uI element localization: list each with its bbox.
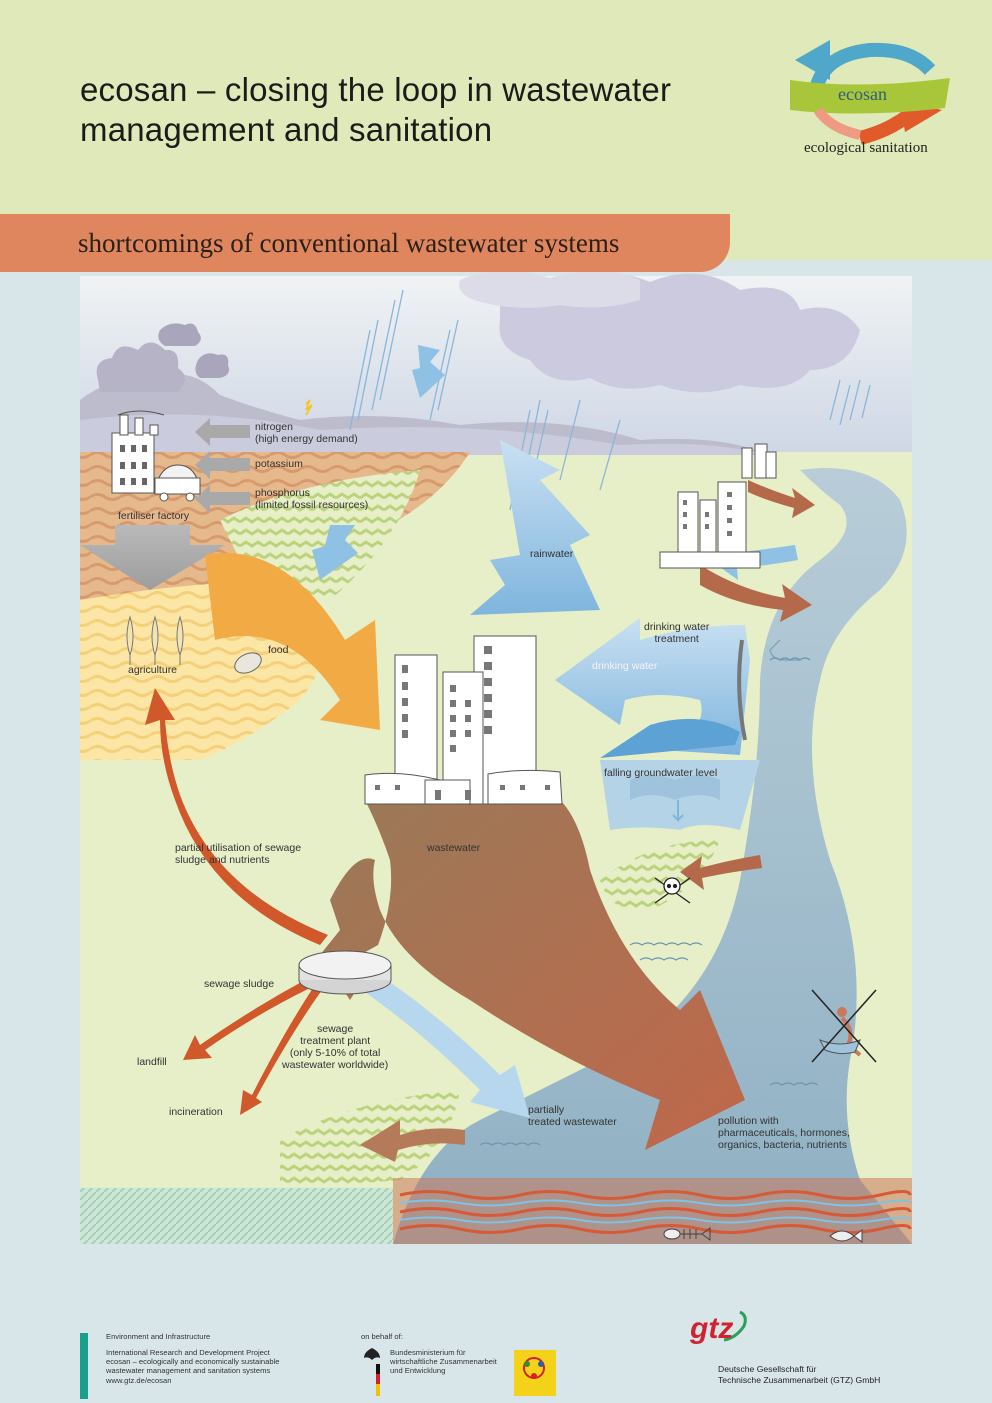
page-title: ecosan – closing the loop in wastewater …	[80, 70, 780, 150]
label-falling-groundwater: falling groundwater level	[604, 767, 718, 779]
logo-caption: ecological sanitation	[804, 140, 928, 156]
title-line-1: ecosan – closing the loop in wastewater	[80, 71, 672, 108]
footer-bmz: Bundesministerium für wirtschaftliche Zu…	[390, 1348, 497, 1376]
label-nitrogen: nitrogen (high energy demand)	[255, 421, 358, 445]
one-world-logo	[514, 1350, 556, 1396]
wheat-icon	[126, 615, 184, 665]
label-nitrogen-text: nitrogen	[255, 421, 293, 433]
footer-project-1: International Research and Development P…	[106, 1348, 270, 1357]
gtz-logo-word: gtz	[690, 1312, 734, 1345]
label-partially-1: partially	[528, 1104, 565, 1116]
label-stp-2: treatment plant	[300, 1035, 371, 1047]
german-eagle-flag-icon	[364, 1348, 380, 1396]
label-rainwater: rainwater	[530, 548, 574, 560]
logo-word: ecosan	[838, 84, 887, 104]
arrow-to-landfill	[183, 980, 310, 1060]
label-phosphorus-note: (limited fossil resources)	[255, 499, 369, 511]
label-sewage-treatment-plant: sewage treatment plant (only 5-10% of to…	[282, 1023, 388, 1071]
label-food: food	[268, 644, 289, 656]
label-drinking-water-treatment: drinking water treatment	[644, 621, 709, 645]
footer-on-behalf: on behalf of:	[361, 1332, 403, 1341]
arrow-town-to-river-top	[748, 480, 815, 518]
footer-project: International Research and Development P…	[106, 1348, 280, 1385]
label-agriculture: agriculture	[128, 664, 178, 676]
central-city	[364, 635, 563, 805]
label-pollution-2: pharmaceuticals, hormones,	[718, 1127, 850, 1139]
skull-crossbones-icon	[654, 877, 691, 904]
footer-bmz-3: und Entwicklung	[390, 1366, 446, 1376]
coastal-band	[80, 1188, 393, 1244]
town-upper-right	[659, 443, 777, 569]
footer-department: Environment and Infrastructure	[106, 1332, 211, 1341]
label-landfill: landfill	[137, 1056, 167, 1068]
label-phosphorus-text: phosphorus	[255, 487, 310, 499]
page-subtitle: shortcomings of conventional wastewater …	[78, 228, 620, 258]
label-stp-3: (only 5-10% of total	[289, 1047, 381, 1059]
footer-gtz-name: Deutsche Gesellschaft für Technische Zus…	[718, 1364, 880, 1385]
rainwater-arrow-big	[470, 440, 600, 615]
label-pollution-3: organics, bacteria, nutrients	[718, 1139, 847, 1151]
label-partial-1: partial utilisation of sewage	[175, 842, 302, 854]
label-pollution-1: pollution with	[718, 1115, 779, 1127]
footer-bmz-1: Bundesministerium für	[390, 1348, 466, 1357]
sewage-treatment-plant-icon	[298, 950, 392, 995]
fertiliser-factory	[111, 410, 201, 502]
fertiliser-down-arrow	[80, 525, 225, 590]
label-drinking-water: drinking water	[592, 660, 658, 672]
subtitle-band	[0, 214, 730, 272]
smoke-cloud	[96, 342, 185, 392]
label-sewage-sludge: sewage sludge	[204, 978, 275, 990]
partially-treated-arrow	[355, 970, 530, 1118]
label-potassium: potassium	[255, 458, 303, 470]
fish-icon	[829, 1229, 863, 1243]
label-partial-utilisation: partial utilisation of sewage sludge and…	[175, 842, 301, 866]
label-partially-treated: partially treated wastewater	[528, 1104, 617, 1128]
title-line-2: management and sanitation	[80, 111, 493, 148]
bread-icon	[234, 652, 262, 674]
label-partially-2: treated wastewater	[528, 1116, 617, 1128]
label-phosphorus: phosphorus (limited fossil resources)	[255, 487, 368, 511]
label-stp-1: sewage	[317, 1023, 354, 1035]
label-incineration: incineration	[169, 1106, 223, 1118]
label-fertiliser-factory: fertiliser factory	[118, 510, 190, 522]
arrow-to-incineration	[240, 985, 322, 1115]
footer-accent-bar	[80, 1333, 88, 1399]
gtz-logo-mark	[723, 1310, 747, 1342]
river	[393, 468, 912, 1244]
footer-gtz-1: Deutsche Gesellschaft für	[718, 1364, 817, 1374]
arrow-river-to-field	[360, 1120, 465, 1162]
footer-website-link[interactable]: www.gtz.de/ecosan	[106, 1375, 172, 1385]
label-dwt-1: drinking water	[644, 621, 710, 633]
label-partial-2: sludge and nutrients	[175, 854, 270, 866]
rainwater-arrow-small	[412, 345, 445, 398]
treatment-weir	[737, 639, 747, 741]
label-dwt-2: treatment	[654, 633, 699, 645]
wastewater-flow	[320, 800, 745, 1150]
dead-fish-icon	[663, 1227, 711, 1241]
arrow-sludge-to-agriculture	[145, 688, 328, 945]
ecosan-logo	[790, 40, 950, 145]
footer-project-2: ecosan – ecologically and economically s…	[106, 1357, 280, 1367]
footer-gtz-2: Technische Zusammenarbeit (GTZ) GmbH	[718, 1374, 881, 1385]
footer-bmz-2: wirtschaftliche Zusammenarbeit	[390, 1357, 497, 1367]
label-wastewater: wastewater	[427, 842, 481, 854]
no-drinking-person-icon	[811, 989, 877, 1063]
arrow-town-to-river	[700, 565, 812, 622]
label-nitrogen-note: (high energy demand)	[255, 433, 358, 445]
food-arrow	[205, 553, 380, 730]
footer-project-3: wastewater management and sanitation sys…	[106, 1366, 271, 1376]
label-pollution: pollution with pharmaceuticals, hormones…	[718, 1115, 850, 1151]
label-stp-4: wastewater worldwide)	[282, 1059, 389, 1071]
